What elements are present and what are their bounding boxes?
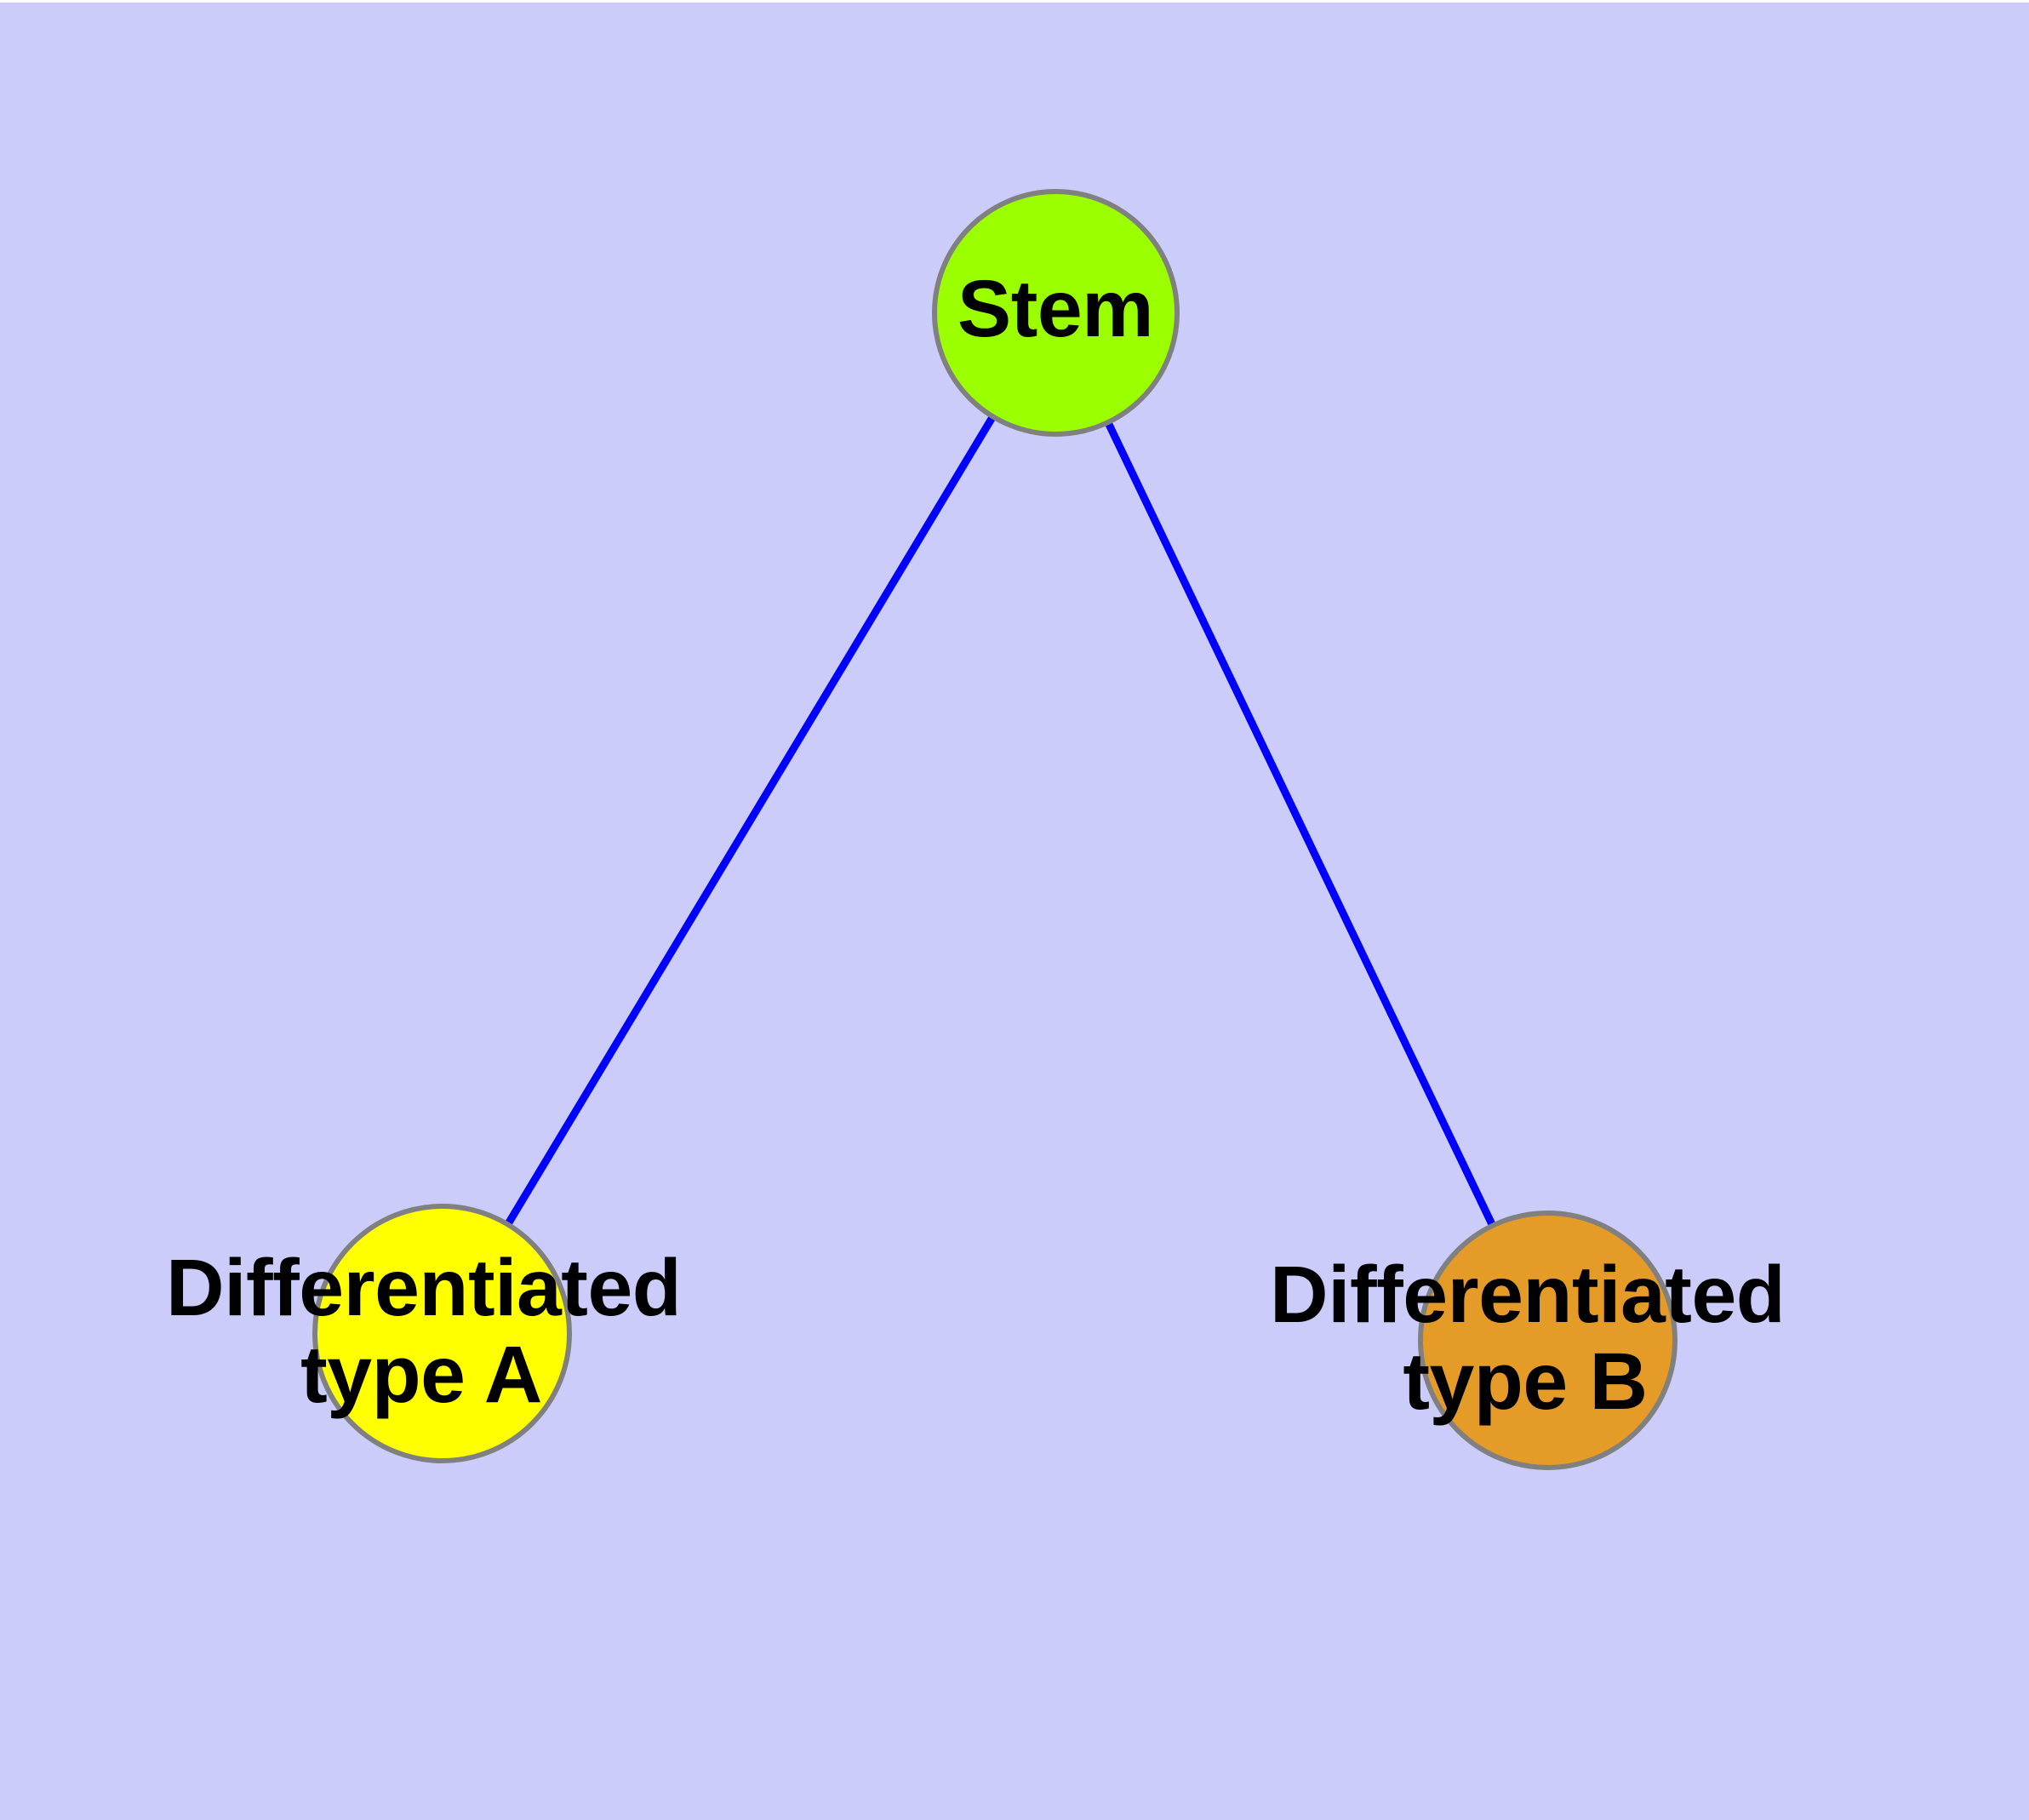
node-differentiated-type-a-label: Differentiated type A	[166, 1243, 682, 1420]
node-type-b-label-line2: type B	[1403, 1336, 1648, 1427]
node-type-a-label-line2: type A	[300, 1329, 542, 1420]
node-stem-label: Stem	[800, 266, 1311, 353]
node-stem[interactable]	[932, 189, 1180, 437]
node-stem-label-line1: Stem	[957, 264, 1154, 354]
edge-stem-to-type-a	[439, 310, 1059, 1336]
node-type-a-label-line1: Differentiated	[166, 1243, 682, 1333]
node-differentiated-type-b-label: Differentiated type B	[1270, 1250, 1786, 1427]
node-differentiated-type-a[interactable]	[312, 1204, 572, 1463]
node-differentiated-type-b[interactable]	[1418, 1210, 1677, 1470]
node-type-b-label-line1: Differentiated	[1270, 1250, 1786, 1340]
edge-stem-to-type-b	[1051, 311, 1552, 1342]
